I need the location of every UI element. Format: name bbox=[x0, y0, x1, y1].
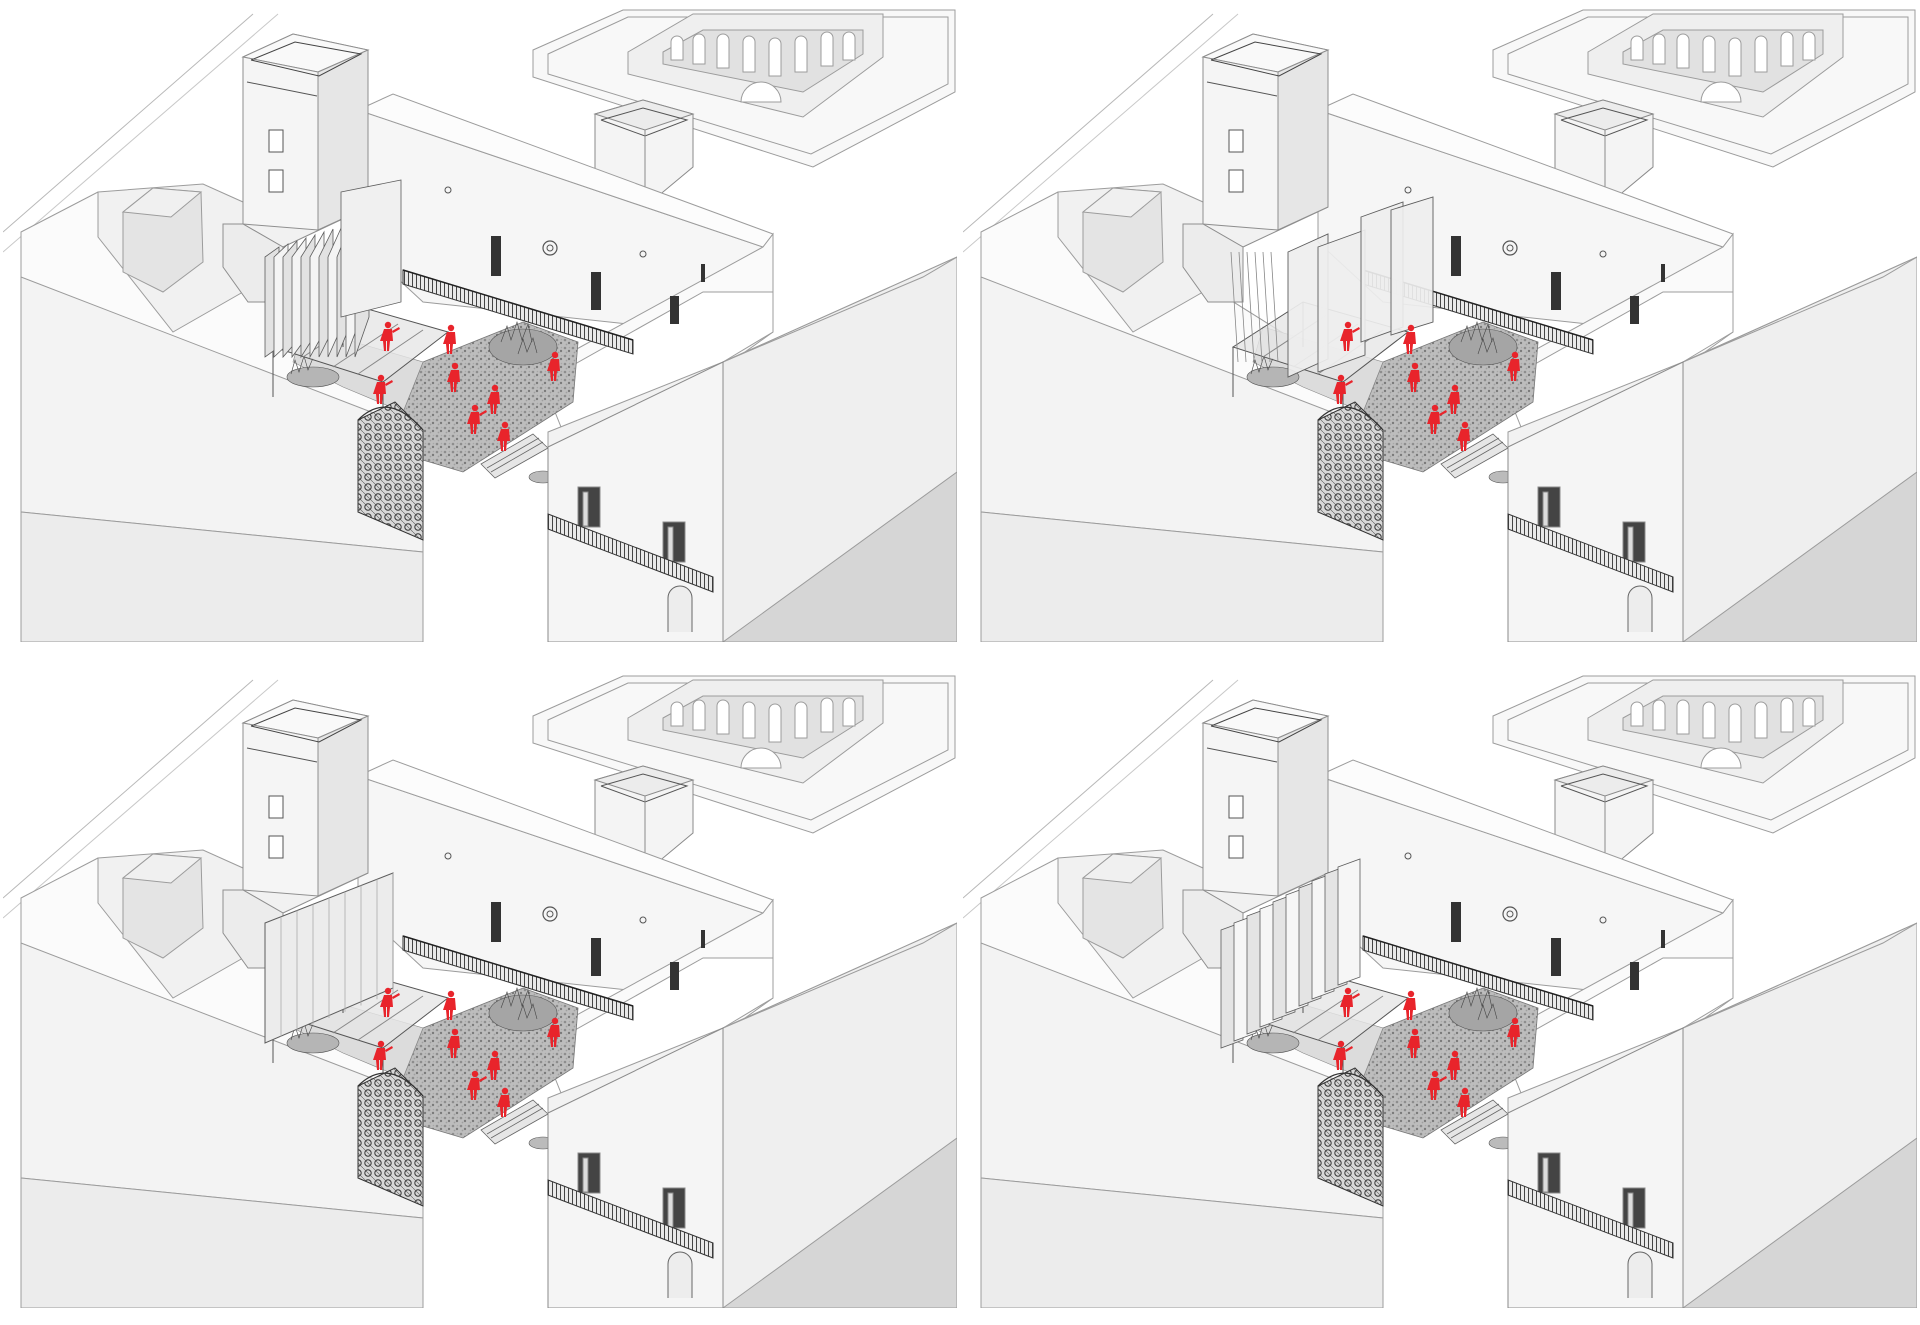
person-figure bbox=[487, 384, 500, 414]
side-block-balcony bbox=[547, 1027, 724, 1308]
variant-4-panel bbox=[963, 668, 1917, 1308]
house-mass bbox=[20, 93, 957, 642]
person-figure bbox=[547, 1017, 560, 1047]
tower bbox=[222, 699, 370, 969]
person-figure bbox=[1447, 384, 1460, 414]
people-group bbox=[373, 987, 560, 1117]
gallery-railing bbox=[1362, 935, 1594, 1021]
rear-wall-openings bbox=[1404, 852, 1665, 990]
variant-3-panel bbox=[3, 668, 957, 1308]
person-figure bbox=[1407, 362, 1420, 392]
screen-panel bbox=[1390, 196, 1434, 336]
person-figure bbox=[467, 1070, 487, 1100]
variant-2-panel bbox=[963, 2, 1917, 642]
person-figure bbox=[1457, 1087, 1470, 1117]
person-figure bbox=[373, 1040, 393, 1070]
house-mass bbox=[980, 759, 1917, 1308]
person-figure bbox=[373, 374, 393, 404]
side-block-balcony bbox=[547, 361, 724, 642]
ornamental-gate bbox=[357, 401, 424, 541]
side-block-balcony bbox=[1507, 361, 1684, 642]
gallery-railing bbox=[402, 269, 634, 355]
rear-wall-openings bbox=[444, 852, 705, 990]
person-figure bbox=[1457, 421, 1470, 451]
variant-1-panel bbox=[3, 2, 957, 642]
person-figure bbox=[1507, 351, 1520, 381]
screen-fin bbox=[1262, 251, 1271, 363]
side-block-balcony bbox=[1507, 1027, 1684, 1308]
ornamental-gate bbox=[1317, 1067, 1384, 1207]
stair bbox=[480, 433, 549, 479]
screen-panel bbox=[1317, 229, 1366, 373]
movable-screen bbox=[264, 872, 394, 1044]
person-figure bbox=[380, 987, 400, 1017]
screen-panel bbox=[340, 179, 402, 318]
person-figure bbox=[1403, 990, 1416, 1020]
person-figure bbox=[1340, 321, 1360, 351]
chimney-block bbox=[593, 99, 695, 203]
neighbour-roof-arches bbox=[1492, 675, 1916, 834]
movable-screen bbox=[1220, 858, 1361, 1049]
house-mass bbox=[20, 759, 957, 1308]
people-group bbox=[1333, 321, 1520, 451]
people-group bbox=[1333, 987, 1520, 1117]
rear-wall-openings bbox=[444, 186, 705, 324]
person-figure bbox=[1333, 374, 1353, 404]
person-figure bbox=[447, 1028, 460, 1058]
neighbour-roof-arches bbox=[532, 675, 956, 834]
person-figure bbox=[1427, 1070, 1447, 1100]
person-figure bbox=[1447, 1050, 1460, 1080]
neighbour-roof-arches bbox=[1492, 9, 1916, 168]
person-figure bbox=[1407, 1028, 1420, 1058]
person-figure bbox=[497, 421, 510, 451]
person-figure bbox=[1333, 1040, 1353, 1070]
person-figure bbox=[497, 1087, 510, 1117]
people-group bbox=[373, 321, 560, 451]
person-figure bbox=[447, 362, 460, 392]
person-figure bbox=[467, 404, 487, 434]
screen-fin bbox=[1270, 251, 1279, 363]
person-figure bbox=[1507, 1017, 1520, 1047]
chimney-block bbox=[593, 765, 695, 869]
rear-wall-openings bbox=[1404, 186, 1665, 324]
chimney-block bbox=[1553, 99, 1655, 203]
ornamental-gate bbox=[357, 1067, 424, 1207]
tower bbox=[1182, 33, 1330, 303]
screen-fin bbox=[1230, 251, 1239, 363]
screen-fin bbox=[1254, 251, 1263, 363]
tower bbox=[222, 33, 370, 303]
person-figure bbox=[487, 1050, 500, 1080]
person-figure bbox=[443, 990, 456, 1020]
movable-screen bbox=[264, 179, 402, 359]
chimney-block bbox=[1553, 765, 1655, 869]
tower bbox=[1182, 699, 1330, 969]
courtyard-plants bbox=[286, 320, 558, 484]
screen-fin bbox=[1238, 251, 1247, 363]
person-figure bbox=[1340, 987, 1360, 1017]
courtyard-plants bbox=[1246, 986, 1518, 1150]
gallery-railing bbox=[402, 935, 634, 1021]
person-figure bbox=[547, 351, 560, 381]
person-figure bbox=[443, 324, 456, 354]
person-figure bbox=[1427, 404, 1447, 434]
screen-louvre bbox=[1337, 858, 1361, 986]
person-figure bbox=[1403, 324, 1416, 354]
ornamental-gate bbox=[1317, 401, 1384, 541]
movable-screen bbox=[1230, 196, 1434, 378]
screen-fin bbox=[1246, 251, 1255, 363]
neighbour-roof-arches bbox=[532, 9, 956, 168]
person-figure bbox=[380, 321, 400, 351]
